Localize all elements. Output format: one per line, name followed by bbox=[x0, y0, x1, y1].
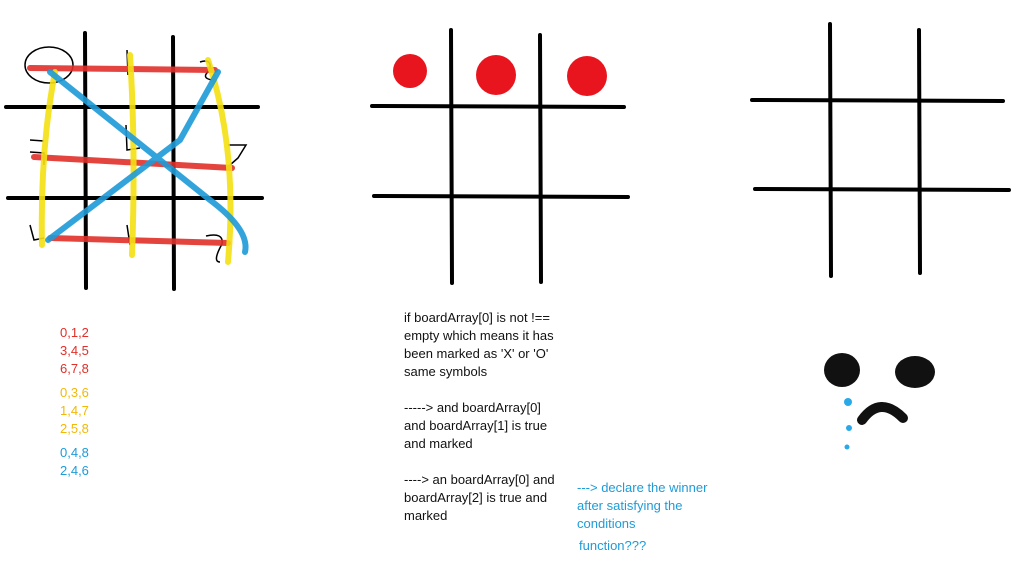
row-line-0-1-2 bbox=[27, 65, 218, 73]
cell0-circle bbox=[24, 46, 74, 84]
col-line-0-3-6 bbox=[38, 69, 58, 248]
red-mark-cell1 bbox=[476, 55, 516, 95]
tear-drop-3 bbox=[844, 444, 850, 450]
red-mark-cell0 bbox=[393, 54, 427, 88]
note1-line: been marked as 'X' or 'O' bbox=[404, 346, 549, 361]
diag-line-0-4-8 bbox=[47, 69, 249, 255]
declare-winner-note: ---> declare the winner after satisfying… bbox=[577, 479, 707, 533]
diag-line-2-4-6 bbox=[45, 69, 221, 243]
board2-hline-bottom bbox=[372, 194, 630, 199]
diagonal-win-lines bbox=[45, 69, 249, 255]
board3-hline-bottom bbox=[753, 187, 1011, 192]
note2-line: and boardArray[1] is true bbox=[404, 418, 548, 433]
note-condition-3: ----> an boardArray[0] and boardArray[2]… bbox=[404, 471, 555, 525]
cell8-mark bbox=[205, 234, 223, 263]
note3-line: boardArray[2] is true and bbox=[404, 490, 548, 505]
right-eye bbox=[895, 356, 935, 388]
board3-hline-top bbox=[750, 98, 1005, 103]
winning-row-board bbox=[370, 28, 630, 285]
diagonal-combos: 0,4,8 2,4,6 bbox=[60, 444, 89, 480]
red-mark-cell2 bbox=[567, 56, 607, 96]
row-combos: 0,1,2 3,4,5 6,7,8 bbox=[60, 324, 89, 378]
left-eye bbox=[824, 353, 860, 387]
combo-row-2: 6,7,8 bbox=[60, 361, 89, 376]
tear-drop-2 bbox=[846, 425, 852, 431]
declare-line: conditions bbox=[577, 516, 636, 531]
empty-board bbox=[750, 22, 1011, 278]
combo-diag-1: 2,4,6 bbox=[60, 463, 89, 478]
note-condition-2: -----> and boardArray[0] and boardArray[… bbox=[404, 399, 547, 453]
combo-col-0: 0,3,6 bbox=[60, 385, 89, 400]
row-line-6-7-8 bbox=[47, 235, 231, 246]
board3-vline-left bbox=[828, 22, 833, 278]
declare-line: ---> declare the winner bbox=[577, 480, 708, 495]
note-condition-1: if boardArray[0] is not !== empty which … bbox=[404, 309, 554, 381]
combo-diag-0: 0,4,8 bbox=[60, 445, 89, 460]
declare-line: after satisfying the bbox=[577, 498, 683, 513]
combo-col-1: 1,4,7 bbox=[60, 403, 89, 418]
note2-line: -----> and boardArray[0] bbox=[404, 400, 541, 415]
col-line-2-5-8 bbox=[205, 57, 234, 265]
note3-line: ----> an boardArray[0] and bbox=[404, 472, 555, 487]
note1-line: same symbols bbox=[404, 364, 488, 379]
col-line-1-4-7 bbox=[127, 52, 137, 258]
note1-line: if boardArray[0] is not !== bbox=[404, 310, 550, 325]
combo-col-2: 2,5,8 bbox=[60, 421, 89, 436]
board3-vline-right bbox=[917, 28, 922, 275]
note1-line: empty which means it has bbox=[404, 328, 554, 343]
note3-line: marked bbox=[404, 508, 448, 523]
frown-mouth bbox=[857, 402, 908, 425]
sad-face-icon bbox=[824, 353, 935, 450]
board2-vline-right bbox=[538, 33, 543, 284]
board2-hline-top bbox=[370, 104, 626, 109]
cell5-mark bbox=[228, 144, 248, 166]
combo-row-1: 3,4,5 bbox=[60, 343, 89, 358]
column-combos: 0,3,6 1,4,7 2,5,8 bbox=[60, 384, 89, 438]
tear-drop-1 bbox=[844, 398, 852, 406]
red-marks bbox=[393, 54, 607, 96]
board2-vline-left bbox=[449, 28, 454, 285]
combo-row-0: 0,1,2 bbox=[60, 325, 89, 340]
note2-line: and marked bbox=[404, 436, 473, 451]
function-question: function??? bbox=[579, 538, 647, 553]
